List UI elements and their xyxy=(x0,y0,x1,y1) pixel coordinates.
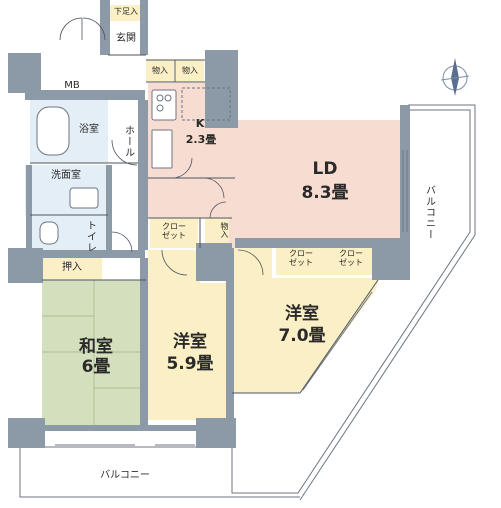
monoire1-label: 物入 xyxy=(152,66,168,75)
oshiire-floor xyxy=(42,258,102,280)
closet1-label: クロー ゼット xyxy=(162,222,186,241)
yoshitsu2-name-label: 洋室 xyxy=(285,304,319,324)
yoshitsu1-size-label: 5.9畳 xyxy=(166,354,214,374)
tatami-lines xyxy=(42,280,146,425)
genkan-label: 玄関 xyxy=(116,33,136,44)
mb-label: MB xyxy=(64,80,80,91)
window-marks xyxy=(55,150,408,446)
senmenshitsu-label: 洗面室 xyxy=(51,170,81,181)
washitsu-name-label: 和室 xyxy=(79,337,113,357)
doors xyxy=(59,17,264,276)
ld-size-label: 8.3畳 xyxy=(301,183,349,203)
balcony-right-label: バルコニー xyxy=(423,185,435,240)
ld-name-label: LD xyxy=(312,159,338,179)
monoire2-floor xyxy=(176,60,204,82)
partitions xyxy=(30,54,379,394)
toilet-label: トイレ xyxy=(84,220,96,253)
hall-label: ホール xyxy=(122,125,134,158)
shita-soku-ire-label: 下足入 xyxy=(114,7,138,16)
yoshitsu2-floor xyxy=(234,248,378,393)
yokushitsu-label: 浴室 xyxy=(79,124,99,135)
closet3-floor xyxy=(326,245,376,275)
closet1-floor xyxy=(150,218,198,248)
fixtures xyxy=(36,87,231,245)
monoire1-floor xyxy=(146,60,174,82)
monoire2-label: 物入 xyxy=(182,66,198,75)
kitchen-size-label: 2.3畳 xyxy=(185,133,217,146)
shita-floor xyxy=(108,5,144,21)
washitsu-size-label: 6畳 xyxy=(81,357,111,377)
balcony-bottom-label: バルコニー xyxy=(100,470,150,481)
walls xyxy=(8,0,410,448)
kitchen-name-label: K xyxy=(195,117,205,130)
yoshitsu1-floor xyxy=(148,250,230,420)
yoshitsu1-name-label: 洋室 xyxy=(173,332,207,352)
closet2-floor xyxy=(276,245,326,275)
monoire3-label: 物入 xyxy=(220,222,229,238)
yoshitsu2-size-label: 7.0畳 xyxy=(278,326,326,346)
closet2-label: クロー ゼット xyxy=(289,249,313,268)
compass-icon xyxy=(440,58,470,96)
closet3-label: クロー ゼット xyxy=(339,249,363,268)
oshiire-label: 押入 xyxy=(62,262,82,273)
